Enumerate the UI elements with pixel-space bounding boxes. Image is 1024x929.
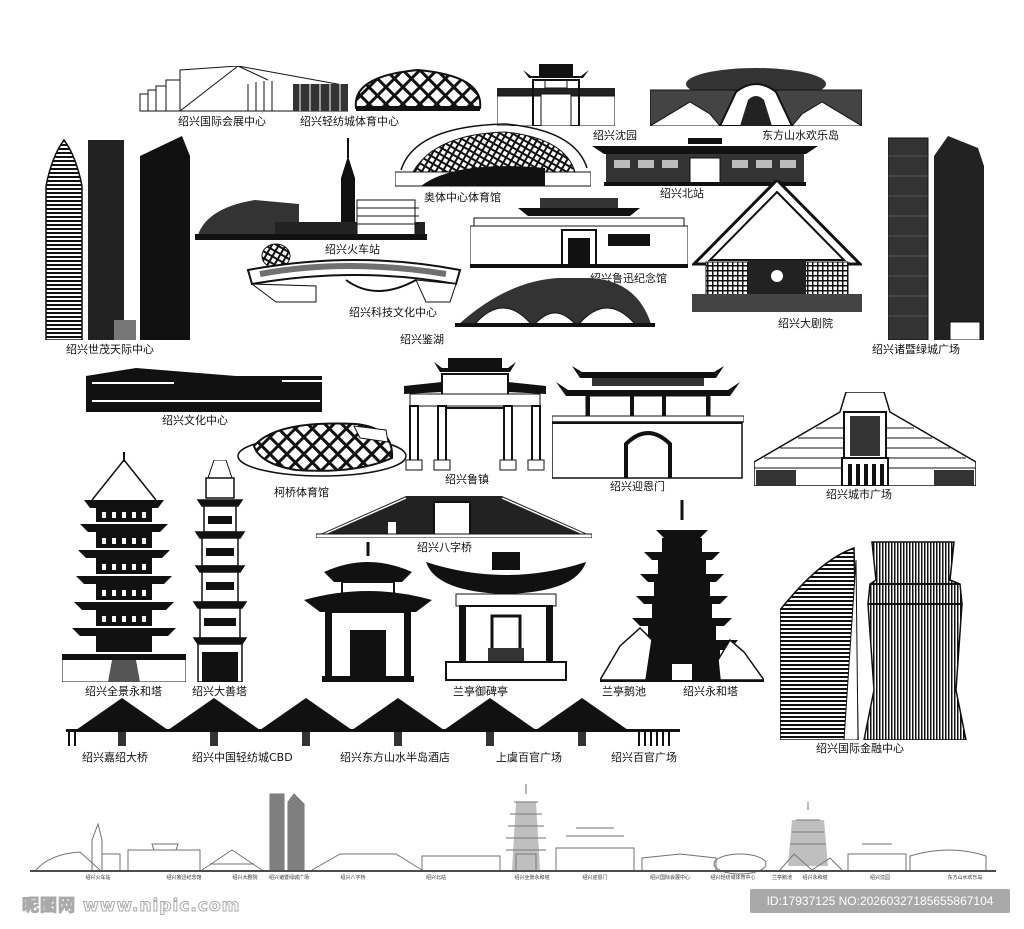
panorama-label: 绍兴八字桥 <box>340 875 366 881</box>
panorama-label: 绍兴火车站 <box>85 875 111 881</box>
cable-bridge-illustration <box>66 696 680 750</box>
panorama-label: 绍兴沈园 <box>869 875 891 881</box>
panorama-label: 绍兴国际会展中心 <box>649 875 691 881</box>
keqiao-gym-illustration <box>236 418 408 478</box>
label-textile-stadium: 绍兴轻纺城体育中心 <box>300 115 399 128</box>
label-city-plaza: 绍兴城市广场 <box>826 488 892 501</box>
yingen-gate-illustration <box>552 362 744 480</box>
label-grand-theater: 绍兴大剧院 <box>778 317 833 330</box>
label-bazi-bridge: 绍兴八字桥 <box>417 541 472 554</box>
nipic-watermark: 昵图网 www.nipic.com <box>21 896 241 917</box>
label-luzhen: 绍兴鲁镇 <box>445 473 489 486</box>
label-sci-tech: 绍兴科技文化中心 <box>349 306 437 319</box>
label-culture-center: 绍兴文化中心 <box>162 414 228 427</box>
label-baiguan: 绍兴百官广场 <box>611 751 677 764</box>
dashan-pagoda-illustration <box>192 460 248 682</box>
intl-expo-center-illustration <box>138 66 348 112</box>
olympic-center-illustration <box>395 120 591 188</box>
label-yingen-gate: 绍兴迎恩门 <box>610 480 665 493</box>
label-north-station: 绍兴北站 <box>660 187 704 200</box>
panorama-label: 绍兴诸暨绿城广场 <box>268 875 310 881</box>
label-textile-cbd: 绍兴中国轻纺城CBD <box>192 751 293 764</box>
label-jianhu: 绍兴鉴湖 <box>400 333 444 346</box>
sci-tech-center-illustration <box>246 240 462 304</box>
label-lanting-goose: 兰亭鹅池 <box>602 685 646 698</box>
label-lanting-stele: 兰亭御碑亭 <box>453 685 508 698</box>
city-plaza-illustration <box>754 392 976 486</box>
textile-stadium-illustration <box>352 68 484 112</box>
luxun-memorial-illustration <box>470 194 688 270</box>
image-id-badge: ID:17937125 NO:20260327185655867104 <box>750 889 1010 913</box>
label-shangyu-baiguan: 上虞百官广场 <box>496 751 562 764</box>
skyline-panorama-illustration <box>30 780 996 876</box>
label-train-station: 绍兴火车站 <box>325 243 380 256</box>
shimao-towers-illustration <box>42 136 192 340</box>
label-intl-expo: 绍兴国际会展中心 <box>178 115 266 128</box>
label-shimao: 绍兴世茂天际中心 <box>66 343 154 356</box>
panorama-label: 绍兴轻纺城体育中心 <box>710 875 756 881</box>
label-shenyuan: 绍兴沈园 <box>593 129 637 142</box>
luzhen-archway-illustration <box>402 354 548 472</box>
bazi-bridge-illustration <box>316 492 592 538</box>
panorama-label: 绍兴永和塔 <box>802 875 828 881</box>
lanting-stele-pavilion-illustration <box>426 552 586 682</box>
jianhu-bridge-illustration <box>455 278 655 328</box>
north-station-illustration <box>592 138 818 186</box>
label-jiashao-bridge: 绍兴嘉绍大桥 <box>82 751 148 764</box>
label-yonghe-full-pagoda: 绍兴全景永和塔 <box>85 685 162 698</box>
zhuji-towers-illustration <box>888 136 984 340</box>
yonghe-full-pagoda-illustration <box>62 452 186 682</box>
label-keqiao-gym: 柯桥体育馆 <box>274 486 329 499</box>
grand-theater-illustration <box>692 180 862 314</box>
label-oriental-water: 东方山水欢乐岛 <box>762 129 839 142</box>
panorama-label: 兰亭鹅池 <box>771 875 793 881</box>
ifc-towers-illustration <box>780 540 970 740</box>
label-zhuji-greentown: 绍兴诸暨绿城广场 <box>872 343 960 356</box>
oriental-water-park-illustration <box>650 66 862 126</box>
shenyuan-gate-illustration <box>497 60 615 126</box>
panorama-label: 绍兴北站 <box>425 875 447 881</box>
lanting-pavilion-illustration <box>304 542 432 682</box>
label-ifc: 绍兴国际金融中心 <box>816 742 904 755</box>
culture-center-illustration <box>86 368 322 412</box>
label-yonghe-pagoda: 绍兴永和塔 <box>683 685 738 698</box>
panorama-label: 绍兴全景永和塔 <box>514 875 550 881</box>
panorama-label: 绍兴鲁迅纪念馆 <box>166 875 202 881</box>
label-peninsula-hotel: 绍兴东方山水半岛酒店 <box>340 751 450 764</box>
train-station-illustration <box>195 138 427 240</box>
yonghe-pagoda-illustration <box>600 500 764 682</box>
label-olympic-center: 奥体中心体育馆 <box>424 191 501 204</box>
panorama-label: 东方山水欢乐岛 <box>947 875 983 881</box>
panorama-label: 绍兴大剧院 <box>232 875 258 881</box>
label-dashan-pagoda: 绍兴大善塔 <box>192 685 247 698</box>
panorama-label: 绍兴迎恩门 <box>582 875 608 881</box>
